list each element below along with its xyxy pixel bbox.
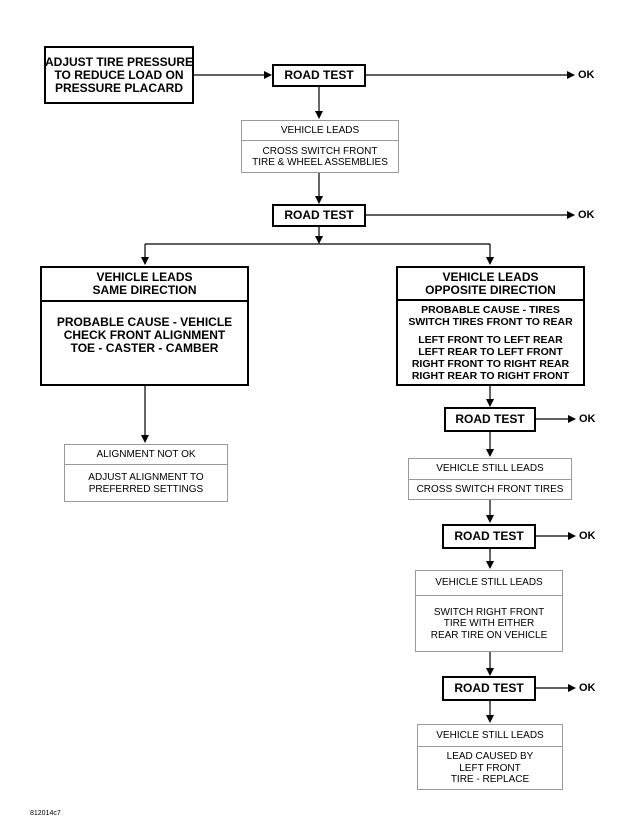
opposite-direction-header: VEHICLE LEADS OPPOSITE DIRECTION [398, 268, 583, 301]
tire-swap-line: RIGHT REAR TO RIGHT FRONT [411, 370, 570, 382]
road-test-box-5: ROAD TEST [442, 676, 536, 701]
ok-label-1: OK [578, 69, 595, 81]
same-direction-line: PROBABLE CAUSE - VEHICLE [56, 314, 233, 329]
still-leads-3-line: LEFT FRONT [459, 762, 521, 774]
tire-swap-line: LEFT REAR TO LEFT FRONT [418, 346, 563, 358]
vehicle-leads-body: CROSS SWITCH FRONT TIRE & WHEEL ASSEMBLI… [242, 141, 398, 173]
same-direction-line: TOE - CASTER - CAMBER [70, 340, 219, 355]
road-test-box-4: ROAD TEST [442, 524, 536, 549]
alignment-header: ALIGNMENT NOT OK [65, 445, 227, 465]
still-leads-1-header: VEHICLE STILL LEADS [409, 459, 571, 480]
opposite-direction-cause-line: PROBABLE CAUSE - TIRES [421, 304, 560, 316]
road-test-label: ROAD TEST [284, 208, 354, 222]
still-leads-1-line: CROSS SWITCH FRONT TIRES [416, 484, 564, 496]
still-leads-2-title: VEHICLE STILL LEADS [435, 577, 543, 589]
same-direction-box: VEHICLE LEADS SAME DIRECTION PROBABLE CA… [40, 266, 249, 386]
vehicle-leads-title: VEHICLE LEADS [280, 124, 360, 136]
start-box-line: TO REDUCE LOAD ON [54, 67, 184, 82]
same-direction-header: VEHICLE LEADS SAME DIRECTION [42, 268, 247, 302]
alignment-not-ok-box: ALIGNMENT NOT OK ADJUST ALIGNMENT TO PRE… [64, 444, 228, 502]
still-leads-3-line: TIRE - REPLACE [450, 774, 530, 786]
opposite-direction-box: VEHICLE LEADS OPPOSITE DIRECTION PROBABL… [396, 266, 585, 386]
vehicle-leads-header: VEHICLE LEADS [242, 121, 398, 141]
still-leads-2-line: SWITCH RIGHT FRONT [433, 606, 545, 618]
road-test-box-1: ROAD TEST [272, 64, 366, 87]
alignment-body: ADJUST ALIGNMENT TO PREFERRED SETTINGS [65, 465, 227, 502]
ok-label-4: OK [579, 530, 596, 542]
figure-id: 812014c7 [30, 810, 61, 817]
opposite-direction-swaps: LEFT FRONT TO LEFT REAR LEFT REAR TO LEF… [398, 332, 583, 384]
vehicle-leads-box: VEHICLE LEADS CROSS SWITCH FRONT TIRE & … [241, 120, 399, 173]
same-direction-line: CHECK FRONT ALIGNMENT [63, 327, 226, 342]
vehicle-still-leads-box-2: VEHICLE STILL LEADS SWITCH RIGHT FRONT T… [415, 570, 563, 652]
ok-label-2: OK [578, 209, 595, 221]
ok-label-3: OK [579, 413, 596, 425]
road-test-label: ROAD TEST [454, 529, 524, 543]
alignment-title: ALIGNMENT NOT OK [96, 448, 196, 460]
ok-label-5: OK [579, 682, 596, 694]
alignment-line: PREFERRED SETTINGS [88, 483, 204, 495]
still-leads-2-header: VEHICLE STILL LEADS [416, 571, 562, 596]
same-direction-title: VEHICLE LEADS [96, 270, 193, 284]
road-test-box-2: ROAD TEST [272, 204, 366, 227]
tire-swap-line: LEFT FRONT TO LEFT REAR [418, 334, 563, 346]
still-leads-2-body: SWITCH RIGHT FRONT TIRE WITH EITHER REAR… [416, 596, 562, 652]
still-leads-2-line: REAR TIRE ON VEHICLE [430, 629, 548, 641]
tire-swap-line: RIGHT FRONT TO RIGHT REAR [411, 358, 570, 370]
opposite-direction-title: OPPOSITE DIRECTION [425, 282, 556, 297]
road-test-label: ROAD TEST [454, 681, 524, 695]
vehicle-still-leads-box-3: VEHICLE STILL LEADS LEAD CAUSED BY LEFT … [417, 724, 563, 790]
still-leads-3-header: VEHICLE STILL LEADS [418, 725, 562, 747]
same-direction-body: PROBABLE CAUSE - VEHICLE CHECK FRONT ALI… [42, 310, 247, 360]
vehicle-still-leads-box-1: VEHICLE STILL LEADS CROSS SWITCH FRONT T… [408, 458, 572, 500]
still-leads-3-body: LEAD CAUSED BY LEFT FRONT TIRE - REPLACE [418, 747, 562, 790]
opposite-direction-title: VEHICLE LEADS [442, 269, 539, 284]
vehicle-leads-line: TIRE & WHEEL ASSEMBLIES [252, 157, 388, 168]
still-leads-3-title: VEHICLE STILL LEADS [436, 729, 544, 741]
opposite-direction-cause-line: SWITCH TIRES FRONT TO REAR [408, 316, 573, 328]
same-direction-title: SAME DIRECTION [92, 283, 197, 297]
start-box-line: PRESSURE PLACARD [54, 80, 183, 95]
still-leads-3-line: LEAD CAUSED BY [446, 751, 534, 763]
road-test-label: ROAD TEST [455, 412, 525, 426]
still-leads-2-line: TIRE WITH EITHER [443, 618, 535, 630]
alignment-line: ADJUST ALIGNMENT TO [88, 472, 204, 483]
opposite-direction-cause: PROBABLE CAUSE - TIRES SWITCH TIRES FRON… [398, 301, 583, 331]
start-box-line: ADJUST TIRE PRESSURE [44, 54, 194, 69]
still-leads-1-body: CROSS SWITCH FRONT TIRES [409, 480, 571, 500]
adjust-tire-pressure-box: ADJUST TIRE PRESSURE TO REDUCE LOAD ON P… [44, 46, 194, 104]
vehicle-leads-line: CROSS SWITCH FRONT [262, 145, 378, 157]
road-test-label: ROAD TEST [284, 68, 354, 82]
road-test-box-3: ROAD TEST [444, 407, 536, 432]
still-leads-1-title: VEHICLE STILL LEADS [436, 463, 544, 475]
